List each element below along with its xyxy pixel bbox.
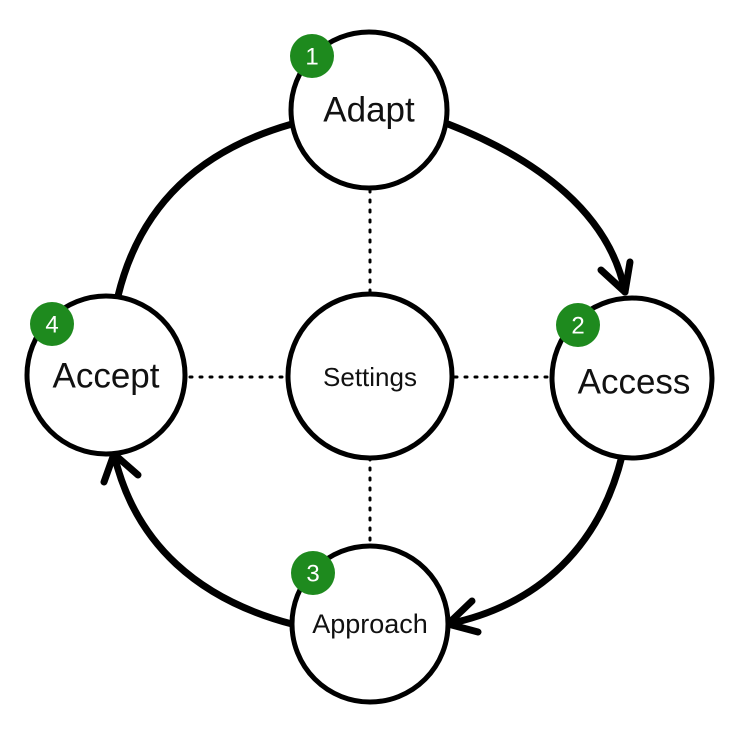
node-accept-badge (30, 302, 74, 346)
node-access: Access 2 (549, 295, 715, 461)
center-node-circle (285, 291, 455, 461)
node-access-label: Access (578, 363, 691, 402)
node-accept: Accept 4 (24, 293, 188, 457)
node-adapt-badge (290, 34, 334, 78)
node-approach-step-number: 3 (306, 561, 319, 588)
arc-accept-to-adapt (114, 120, 296, 300)
arc-access-to-approach (444, 452, 626, 628)
center-node: Settings (285, 291, 455, 461)
arc-approach-to-accept (110, 450, 296, 628)
node-adapt-step-number: 1 (305, 44, 318, 71)
node-access-step-number: 2 (571, 313, 584, 340)
node-accept-step-number: 4 (45, 312, 58, 339)
node-access-badge (556, 303, 600, 347)
node-approach-label: Approach (312, 609, 428, 639)
node-approach: Approach 3 (289, 543, 451, 705)
arc-adapt-to-access (444, 120, 629, 296)
node-adapt-label: Adapt (323, 91, 415, 130)
node-approach-badge (291, 551, 335, 595)
node-adapt-circle (288, 29, 450, 191)
node-accept-label: Accept (53, 357, 160, 396)
arrow-head-to-access (597, 258, 634, 296)
node-adapt: Adapt 1 (288, 29, 450, 191)
center-node-label: Settings (323, 362, 417, 392)
